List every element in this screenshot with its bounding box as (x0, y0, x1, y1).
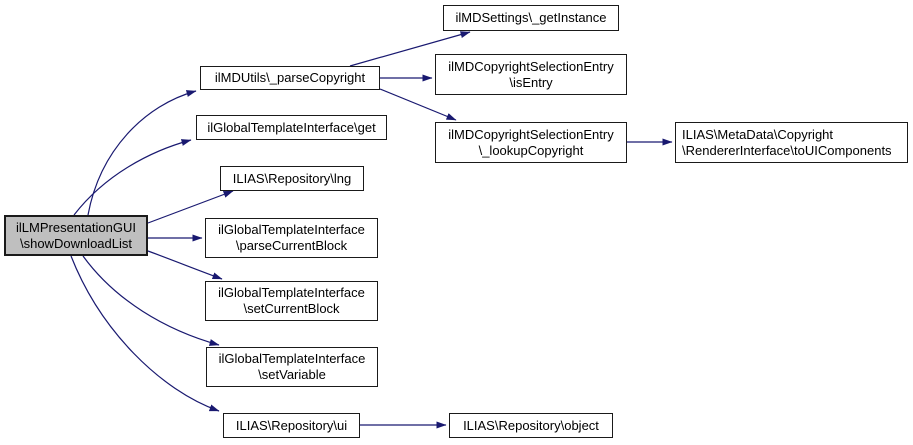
node-is-entry[interactable]: ilMDCopyrightSelectionEntry \isEntry (435, 54, 627, 95)
node-get-instance[interactable]: ilMDSettings\_getInstance (443, 5, 619, 31)
node-set-current-block[interactable]: ilGlobalTemplateInterface \setCurrentBlo… (205, 281, 378, 321)
node-label-line1: ilGlobalTemplateInterface (218, 285, 365, 301)
node-to-ui-components[interactable]: ILIAS\MetaData\Copyright \RendererInterf… (675, 122, 908, 163)
node-label-line1: ilMDCopyrightSelectionEntry (448, 58, 614, 74)
node-label-line2: \parseCurrentBlock (235, 238, 348, 253)
node-label-line2: \setCurrentBlock (243, 301, 340, 316)
edge-main-to-set-variable (82, 255, 220, 346)
node-label-line2: \setVariable (258, 367, 326, 382)
node-label-line1: ilMDSettings\_getInstance (455, 10, 607, 25)
node-label-line1: ILIAS\Repository\ui (235, 417, 348, 433)
node-label-line2: \RendererInterface\toUIComponents (682, 142, 892, 158)
node-repository-lng[interactable]: ILIAS\Repository\lng (220, 166, 364, 191)
node-label-line1: ilGlobalTemplateInterface (218, 222, 365, 238)
node-label-line2: \showDownloadList (19, 235, 132, 251)
node-lookup-copyright[interactable]: ilMDCopyrightSelectionEntry \_lookupCopy… (435, 122, 627, 163)
node-label-line1: ilGlobalTemplateInterface\get (207, 119, 376, 135)
node-label-line1: ILIAS\MetaData\Copyright (682, 126, 834, 142)
node-parse-current-block[interactable]: ilGlobalTemplateInterface \parseCurrentB… (205, 218, 378, 258)
node-parse-copyright[interactable]: ilMDUtils\_parseCopyright (200, 66, 380, 90)
node-label-line1: ilGlobalTemplateInterface (218, 351, 366, 367)
edge-main-to-parse-copyright (87, 90, 197, 216)
node-label-line1: ILIAS\Repository\lng (232, 170, 352, 186)
edge-main-to-ui (70, 255, 220, 412)
node-label-line1: ILIAS\Repository\object (463, 417, 599, 433)
node-show-download-list: ilLMPresentationGUI \showDownloadList (4, 215, 148, 256)
edge-main-to-template-get (73, 139, 192, 216)
node-label-line2: \isEntry (509, 74, 553, 90)
node-label-line1: ilMDUtils\_parseCopyright (214, 70, 366, 85)
node-repository-ui[interactable]: ILIAS\Repository\ui (223, 413, 360, 438)
node-template-get[interactable]: ilGlobalTemplateInterface\get (196, 115, 387, 140)
node-label-line1: ilMDCopyrightSelectionEntry (448, 126, 614, 142)
node-repository-object[interactable]: ILIAS\Repository\object (449, 413, 613, 438)
node-label-line1: ilLMPresentationGUI (16, 219, 136, 235)
node-label-line2: \_lookupCopyright (478, 142, 584, 158)
node-set-variable[interactable]: ilGlobalTemplateInterface \setVariable (206, 347, 378, 387)
